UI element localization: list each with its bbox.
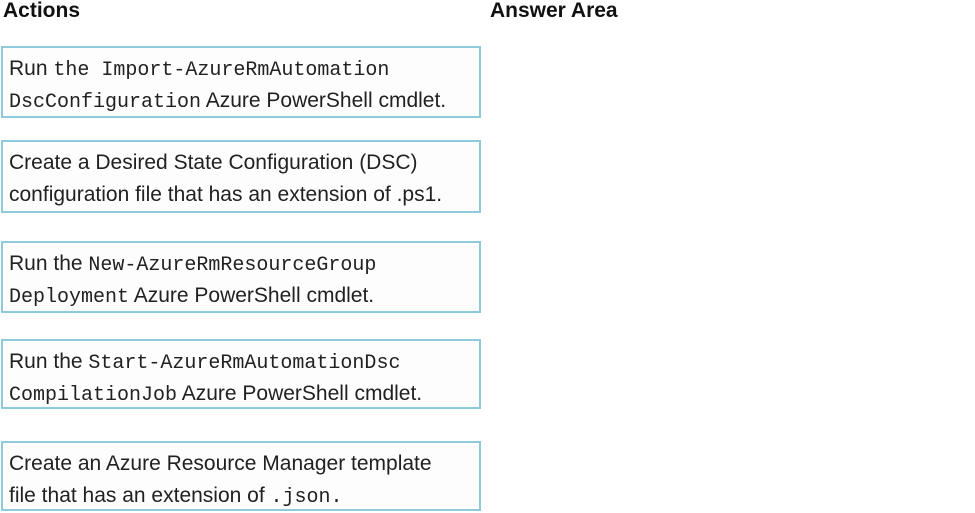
actions-column-header: Actions: [3, 0, 81, 22]
action-text-line: Create an Azure Resource Manager templat…: [9, 449, 473, 481]
cmdlet-code-text: .json.: [270, 486, 343, 509]
action-card-5[interactable]: Create an Azure Resource Manager templat…: [1, 441, 481, 511]
answer-area-dropzone[interactable]: [490, 40, 970, 506]
action-text-line: Run the Import-AzureRmAutomation: [9, 54, 473, 86]
action-text: configuration file that has an extension…: [9, 183, 443, 206]
action-text-line: CompilationJob Azure PowerShell cmdlet.: [9, 379, 473, 411]
action-text: Create an Azure Resource Manager templat…: [9, 452, 432, 475]
action-text-line: configuration file that has an extension…: [9, 180, 473, 212]
cmdlet-code-text: Deployment: [9, 286, 130, 309]
action-text-line: Deployment Azure PowerShell cmdlet.: [9, 281, 473, 313]
action-text-line: Run the Start-AzureRmAutomationDsc: [9, 347, 473, 379]
cmdlet-code-text: Start-AzureRmAutomationDsc: [88, 352, 401, 375]
action-text: Create a Desired State Configuration (DS…: [9, 151, 418, 174]
cmdlet-code-text: the Import-AzureRmAutomation: [53, 59, 390, 82]
action-text: Run the: [9, 252, 89, 275]
cmdlet-code-text: DscConfiguration: [9, 91, 202, 114]
answer-area-column-header: Answer Area: [490, 0, 618, 22]
action-text: Azure PowerShell cmdlet.: [201, 89, 447, 112]
action-text: file that has an extension of: [9, 484, 271, 507]
action-text-line: DscConfiguration Azure PowerShell cmdlet…: [9, 86, 473, 118]
action-text-line: Run the New-AzureRmResourceGroup: [9, 249, 473, 281]
action-card-2[interactable]: Create a Desired State Configuration (DS…: [1, 140, 481, 213]
action-text: Azure PowerShell cmdlet.: [177, 382, 423, 405]
cmdlet-code-text: New-AzureRmResourceGroup: [88, 254, 377, 277]
action-text: Run: [9, 57, 54, 80]
action-text-line: Create a Desired State Configuration (DS…: [9, 148, 473, 180]
action-text: Run the: [9, 350, 89, 373]
action-text-line: file that has an extension of .json.: [9, 481, 473, 513]
cmdlet-code-text: CompilationJob: [9, 384, 178, 407]
action-text: Azure PowerShell cmdlet.: [129, 284, 375, 307]
